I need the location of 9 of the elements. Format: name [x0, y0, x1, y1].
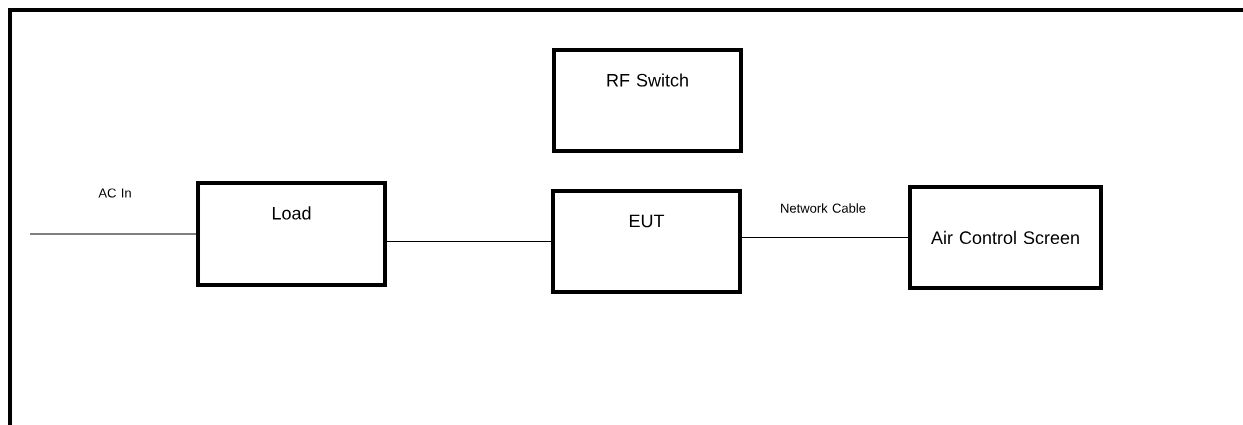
connector-line [29, 233, 197, 235]
connector-line [386, 240, 552, 243]
connector-line [741, 236, 909, 239]
edge-label: Network Cable [781, 203, 866, 213]
box: Air Control Screen [908, 185, 1103, 290]
box: EUT [551, 189, 742, 294]
box: RF Switch [552, 48, 743, 153]
box: Load [196, 181, 387, 287]
edge-label: AC In [98, 188, 131, 198]
